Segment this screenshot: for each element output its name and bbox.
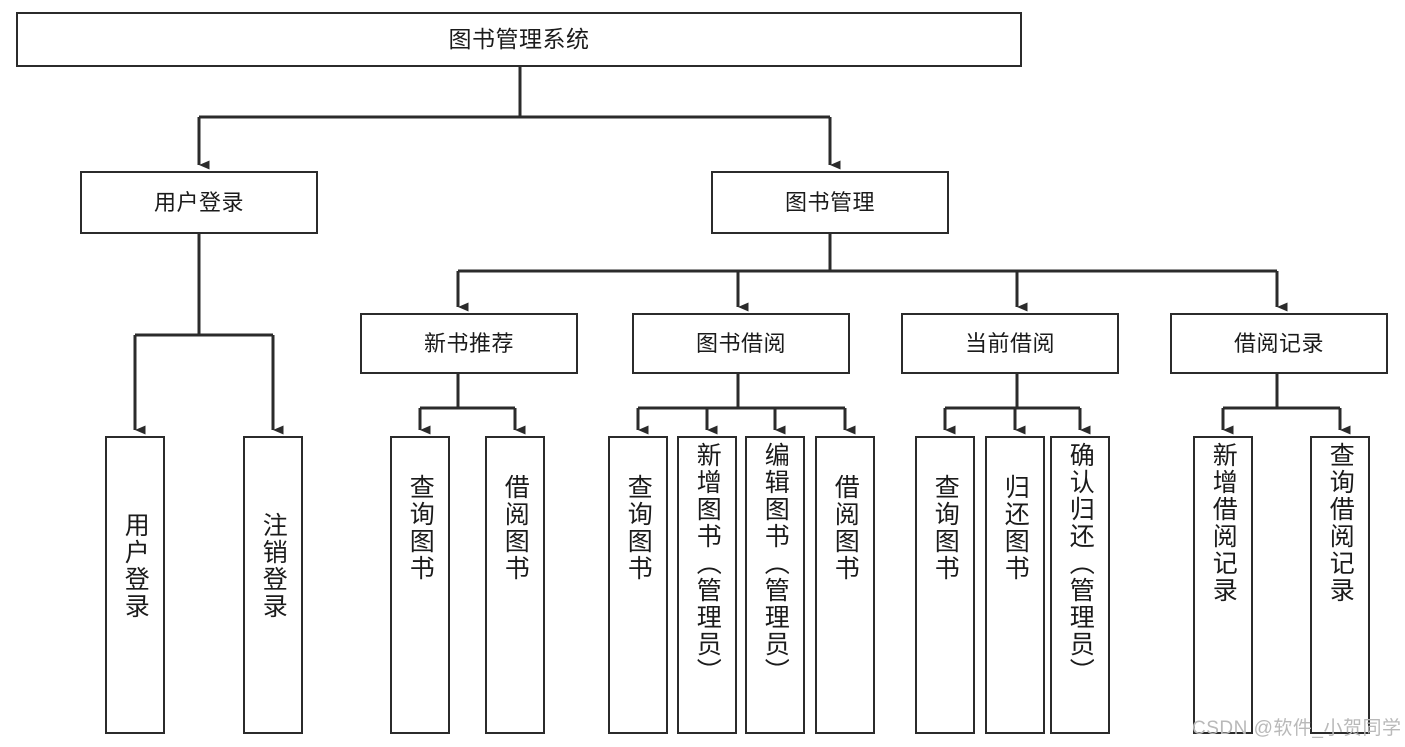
- node-leaf-add-record[interactable]: 新增借阅记录: [1193, 436, 1253, 734]
- node-leaf-query-book-2[interactable]: 查询图书: [608, 436, 668, 734]
- edges-userlogin-to-leaves: [133, 234, 284, 435]
- node-leaf-query-book-1-label: 查询图书: [406, 474, 435, 582]
- node-leaf-query-book-3[interactable]: 查询图书: [915, 436, 975, 734]
- node-leaf-user-login-label: 用户登录: [121, 512, 150, 620]
- node-book-borrow-label: 图书借阅: [695, 330, 786, 356]
- node-borrow-record[interactable]: 借阅记录: [1170, 313, 1388, 374]
- node-leaf-query-book-3-label: 查询图书: [931, 474, 960, 582]
- node-leaf-query-book-2-label: 查询图书: [624, 474, 653, 582]
- node-leaf-borrow-book-2[interactable]: 借阅图书: [815, 436, 875, 734]
- node-leaf-add-record-label: 新增借阅记录: [1209, 442, 1238, 604]
- node-leaf-query-record-label: 查询借阅记录: [1326, 442, 1355, 604]
- edges-root-to-level1: [197, 67, 841, 170]
- node-leaf-query-record[interactable]: 查询借阅记录: [1310, 436, 1370, 734]
- node-user-login[interactable]: 用户登录: [80, 171, 318, 234]
- node-leaf-query-book-1[interactable]: 查询图书: [390, 436, 450, 734]
- node-user-login-label: 用户登录: [153, 189, 244, 215]
- node-leaf-return-book-label: 归还图书: [1001, 474, 1030, 582]
- node-borrow-record-label: 借阅记录: [1233, 330, 1324, 356]
- node-current-borrow-label: 当前借阅: [964, 330, 1055, 356]
- node-leaf-edit-book[interactable]: 编辑图书（管理员）: [745, 436, 805, 734]
- edges-currentborrow-to-leaves: [943, 374, 1091, 435]
- edges-newbook-to-leaves: [418, 374, 526, 435]
- node-leaf-logout-login-label: 注销登录: [259, 512, 288, 620]
- edges-bookborrow-to-leaves: [636, 374, 856, 435]
- node-new-book-recommend-label: 新书推荐: [423, 330, 514, 356]
- node-new-book-recommend[interactable]: 新书推荐: [360, 313, 578, 374]
- node-root-label: 图书管理系统: [448, 25, 590, 52]
- edges-borrowrecord-to-leaves: [1221, 374, 1351, 435]
- node-current-borrow[interactable]: 当前借阅: [901, 313, 1119, 374]
- node-leaf-return-book[interactable]: 归还图书: [985, 436, 1045, 734]
- edges-bookmanagement-to-level2: [456, 234, 1288, 312]
- node-book-borrow[interactable]: 图书借阅: [632, 313, 850, 374]
- node-leaf-add-book-label: 新增图书（管理员）: [693, 442, 722, 685]
- node-leaf-borrow-book-2-label: 借阅图书: [831, 474, 860, 582]
- node-leaf-borrow-book-1-label: 借阅图书: [501, 474, 530, 582]
- node-book-management-label: 图书管理: [784, 189, 875, 215]
- node-leaf-confirm-return-label: 确认归还（管理员）: [1066, 442, 1095, 685]
- node-leaf-user-login[interactable]: 用户登录: [105, 436, 165, 734]
- node-leaf-edit-book-label: 编辑图书（管理员）: [761, 442, 790, 685]
- node-root[interactable]: 图书管理系统: [16, 12, 1022, 67]
- node-leaf-confirm-return[interactable]: 确认归还（管理员）: [1050, 436, 1110, 734]
- node-leaf-borrow-book-1[interactable]: 借阅图书: [485, 436, 545, 734]
- node-leaf-add-book[interactable]: 新增图书（管理员）: [677, 436, 737, 734]
- node-book-management[interactable]: 图书管理: [711, 171, 949, 234]
- node-leaf-logout-login[interactable]: 注销登录: [243, 436, 303, 734]
